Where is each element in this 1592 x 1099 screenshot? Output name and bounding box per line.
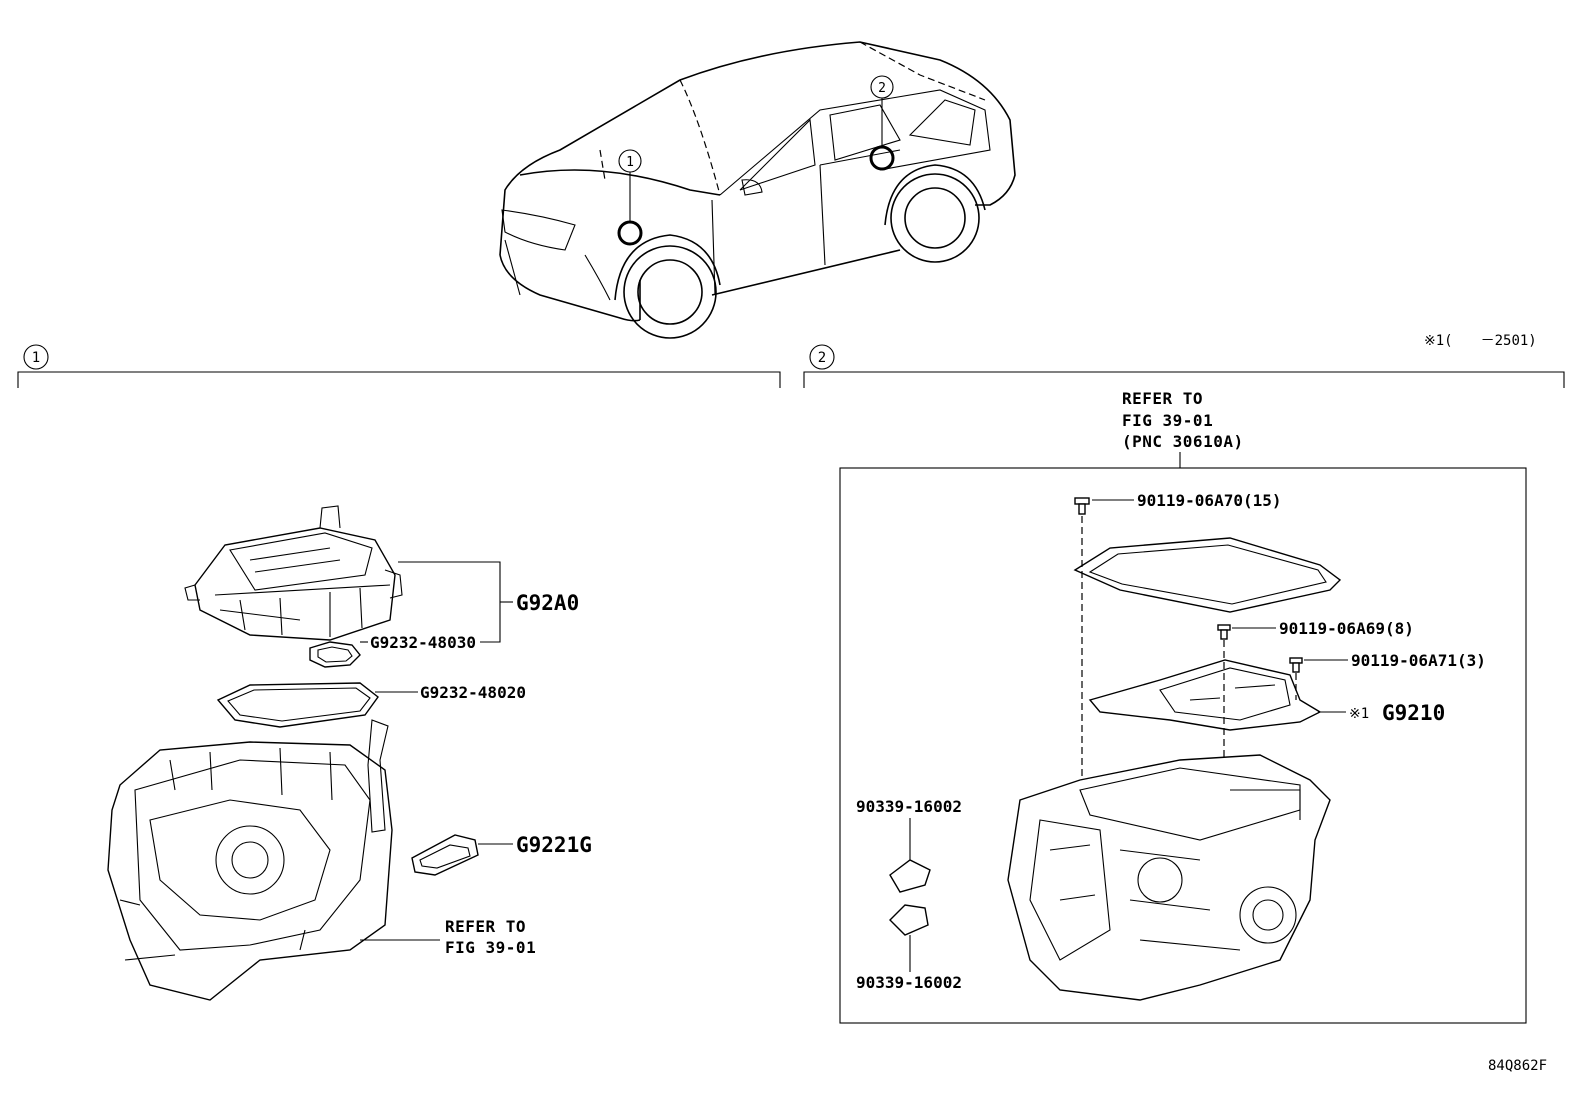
section-1-number: 1 xyxy=(32,350,40,366)
refer-1-line1: REFER TO xyxy=(445,917,526,936)
label-cover-mark: ※1 xyxy=(1349,706,1369,722)
section-1-bracket xyxy=(17,371,781,388)
control-cover xyxy=(1088,659,1322,731)
bolt-right-icon xyxy=(1289,657,1303,673)
inverter-assembly xyxy=(184,505,403,641)
section-2-bracket xyxy=(803,371,1565,388)
refer-2-line2: FIG 39-01 xyxy=(1122,411,1213,430)
vehicle-callout-2: 2 xyxy=(878,81,886,96)
label-cover-2: G9210 xyxy=(1382,701,1445,725)
vehicle-illustration xyxy=(499,41,1016,339)
gasket-large xyxy=(216,682,379,728)
transaxle-assembly-2 xyxy=(1007,754,1331,1001)
transaxle-assembly-1 xyxy=(107,719,393,1001)
label-gasket-b: G9232-48020 xyxy=(420,683,526,702)
vehicle-callout-1: 1 xyxy=(626,155,634,170)
label-cover: G9221G xyxy=(516,833,592,857)
label-bolt-right: 90119-06A71(3) xyxy=(1351,651,1486,670)
refer-2-line3: (PNC 30610A) xyxy=(1122,432,1244,451)
refer-1-line2: FIG 39-01 xyxy=(445,938,536,957)
plug-top xyxy=(889,859,931,893)
bolt-top-icon xyxy=(1074,497,1090,515)
applicability-note: ※1( －2501) xyxy=(1424,333,1537,349)
section-2-number: 2 xyxy=(818,350,826,366)
label-bolt-mid: 90119-06A69(8) xyxy=(1279,619,1414,638)
section-2-frame xyxy=(839,467,1527,1024)
plug-bottom xyxy=(889,904,929,936)
bolt-mid-icon xyxy=(1217,624,1231,640)
label-inverter: G92A0 xyxy=(516,591,579,615)
side-cover xyxy=(411,834,479,876)
section-1-marker xyxy=(23,344,49,370)
label-bolt-top: 90119-06A70(15) xyxy=(1137,491,1282,510)
label-plug-bottom: 90339-16002 xyxy=(856,973,962,992)
section-2-marker xyxy=(809,344,835,370)
gasket-small xyxy=(309,641,361,668)
refer-2-line1: REFER TO xyxy=(1122,389,1203,408)
figure-code: 84Q862F xyxy=(1488,1058,1547,1074)
label-gasket-a: G9232-48030 xyxy=(370,633,476,652)
upper-plate xyxy=(1073,537,1342,613)
label-plug-top: 90339-16002 xyxy=(856,797,962,816)
